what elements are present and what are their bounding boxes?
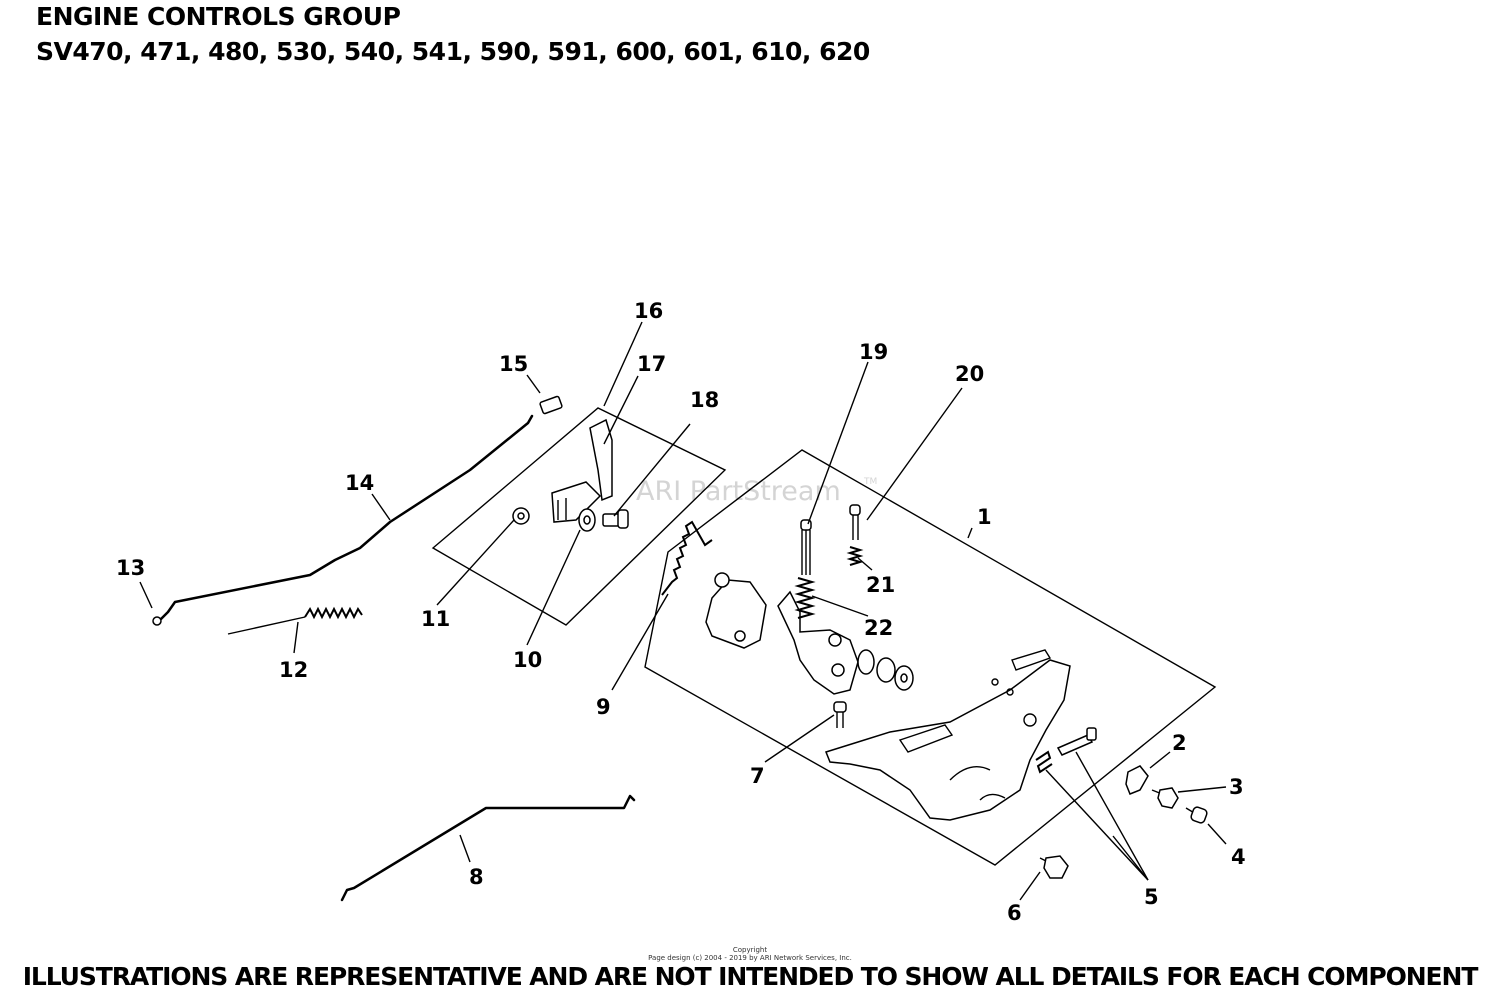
watermark-trademark: TM bbox=[863, 477, 877, 487]
callout-6: 6 bbox=[1007, 901, 1022, 925]
callout-19: 19 bbox=[859, 340, 888, 364]
callout-13: 13 bbox=[116, 556, 145, 580]
screw-19 bbox=[800, 519, 812, 575]
watermark-text: ARI PartStream bbox=[636, 476, 841, 507]
bushing-13 bbox=[152, 616, 162, 626]
spring-21 bbox=[846, 546, 864, 566]
spring-12 bbox=[304, 606, 363, 620]
spring-5a bbox=[1035, 750, 1053, 774]
callout-16: 16 bbox=[634, 299, 663, 323]
callout-11: 11 bbox=[421, 607, 450, 631]
callout-3: 3 bbox=[1229, 775, 1244, 799]
screw-5b bbox=[1056, 727, 1097, 756]
screw-20 bbox=[849, 504, 861, 540]
copyright-text: Page design (c) 2004 - 2019 by ARI Netwo… bbox=[648, 954, 852, 962]
spring-9 bbox=[661, 520, 713, 596]
callout-4: 4 bbox=[1231, 845, 1246, 869]
spring-22 bbox=[794, 577, 816, 619]
callout-21: 21 bbox=[866, 573, 895, 597]
bolt-6 bbox=[1039, 855, 1069, 879]
link-rod-8 bbox=[340, 794, 636, 902]
screw-7 bbox=[833, 701, 847, 728]
screw-3 bbox=[1151, 787, 1179, 809]
screw-4 bbox=[1185, 806, 1208, 824]
callout-2: 2 bbox=[1172, 731, 1187, 755]
callout-15: 15 bbox=[499, 352, 528, 376]
governor-lever-panel bbox=[431, 407, 727, 626]
callout-5: 5 bbox=[1144, 885, 1159, 909]
callout-18: 18 bbox=[690, 388, 719, 412]
callout-9: 9 bbox=[596, 695, 611, 719]
pivot-washers bbox=[857, 649, 914, 691]
clip-15 bbox=[539, 395, 563, 415]
callout-14: 14 bbox=[345, 471, 374, 495]
disclaimer-text: ILLUSTRATIONS ARE REPRESENTATIVE AND ARE… bbox=[22, 962, 1479, 991]
control-bracket-1 bbox=[825, 649, 1071, 821]
bolt-18 bbox=[602, 509, 629, 529]
callout-22: 22 bbox=[864, 616, 893, 640]
speed-control-lever bbox=[705, 572, 767, 649]
callout-20: 20 bbox=[955, 362, 984, 386]
washer-10 bbox=[578, 508, 596, 532]
governor-lever-17 bbox=[551, 418, 613, 523]
throttle-lever-22 bbox=[777, 590, 859, 695]
spring-wire-12 bbox=[227, 616, 306, 635]
nut-11 bbox=[512, 507, 530, 525]
control-bracket-panel bbox=[644, 449, 1217, 866]
model-list: SV470, 471, 480, 530, 540, 541, 590, 591… bbox=[36, 37, 870, 66]
callout-7: 7 bbox=[750, 764, 765, 788]
clip-2 bbox=[1125, 765, 1149, 795]
copyright-label: Copyright bbox=[732, 946, 768, 954]
callout-8: 8 bbox=[469, 865, 484, 889]
callout-12: 12 bbox=[279, 658, 308, 682]
leader-lines bbox=[139, 321, 1227, 901]
diagram-title: ENGINE CONTROLS GROUP bbox=[36, 2, 401, 31]
callout-17: 17 bbox=[637, 352, 666, 376]
linkage-rod-14 bbox=[158, 414, 534, 622]
callout-10: 10 bbox=[513, 648, 542, 672]
callout-1: 1 bbox=[977, 505, 992, 529]
